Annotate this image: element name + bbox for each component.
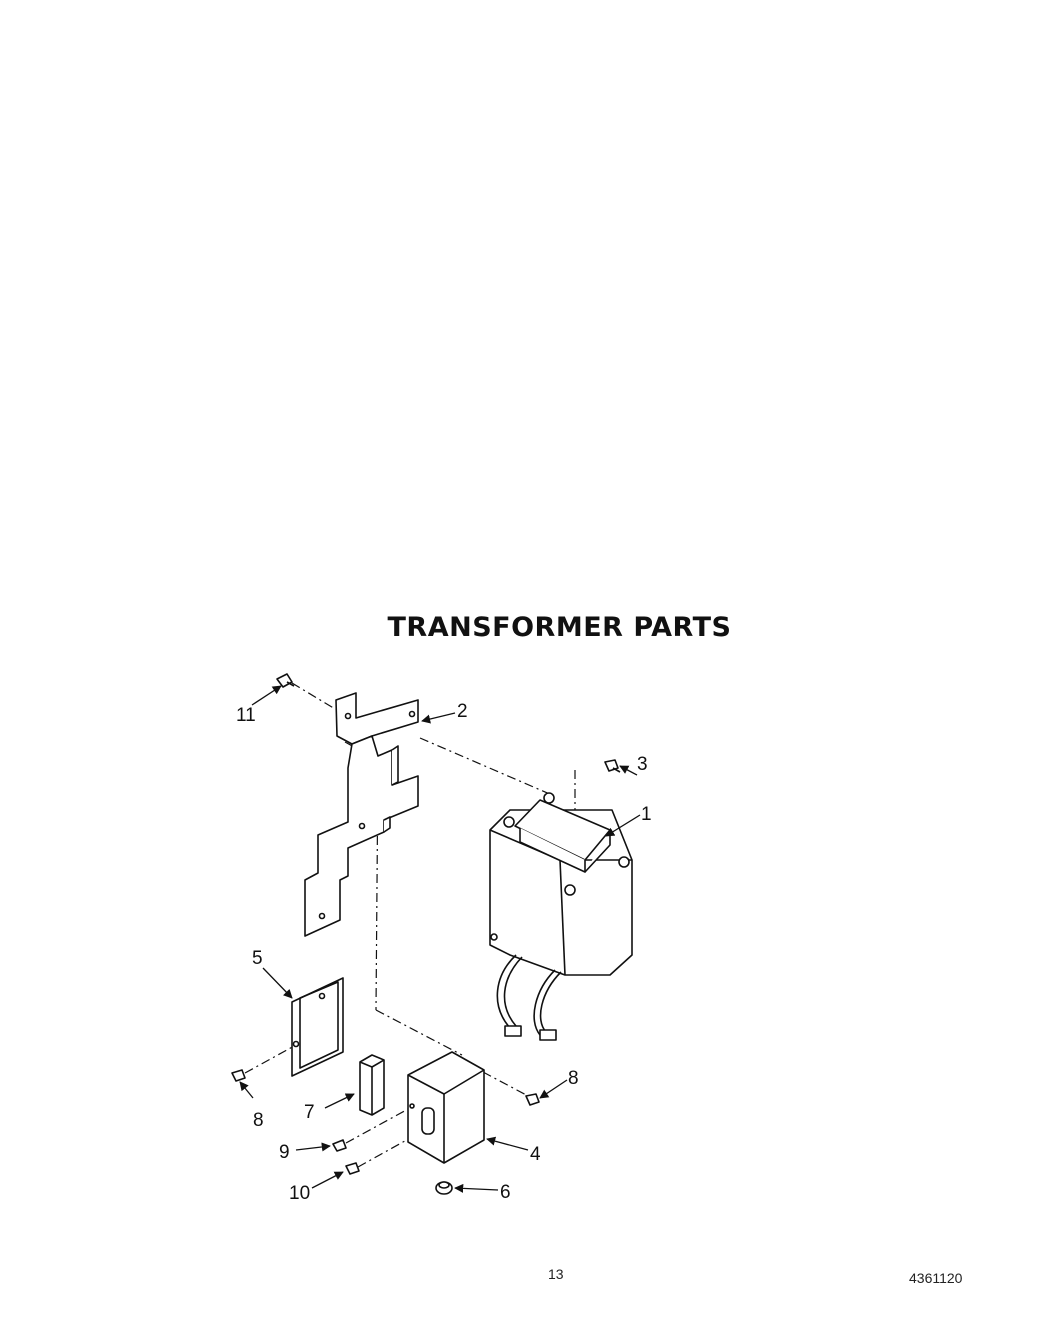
callout-10: 10 (289, 1183, 310, 1204)
part-6-nut (435, 1181, 453, 1195)
callout-6: 6 (500, 1182, 511, 1203)
part-5-plate (291, 977, 344, 1077)
screw-8-right (525, 1093, 540, 1106)
callout-leaders (239, 685, 641, 1193)
callout-3: 3 (637, 754, 648, 775)
callout-4: 4 (530, 1144, 541, 1165)
page-number: 13 (548, 1266, 564, 1282)
transformer (489, 792, 633, 1041)
callout-1: 1 (641, 804, 652, 825)
screw-11 (276, 673, 295, 688)
part-7-block (359, 1054, 385, 1116)
page-title: TRANSFORMER PARTS (387, 612, 732, 643)
part-4-box (407, 1051, 485, 1164)
mounting-bracket (304, 692, 419, 937)
screw-9 (332, 1139, 347, 1152)
screw-8-left (231, 1069, 246, 1082)
callout-8-right: 8 (568, 1068, 579, 1089)
screw-3 (604, 759, 621, 773)
callout-11: 11 (236, 705, 256, 726)
callout-7: 7 (304, 1102, 315, 1123)
callout-2: 2 (457, 701, 468, 722)
callout-5: 5 (252, 948, 263, 969)
callout-8-left: 8 (253, 1110, 264, 1131)
callout-9: 9 (279, 1142, 290, 1163)
part-number: 4361120 (909, 1270, 963, 1286)
screw-10 (345, 1162, 360, 1175)
